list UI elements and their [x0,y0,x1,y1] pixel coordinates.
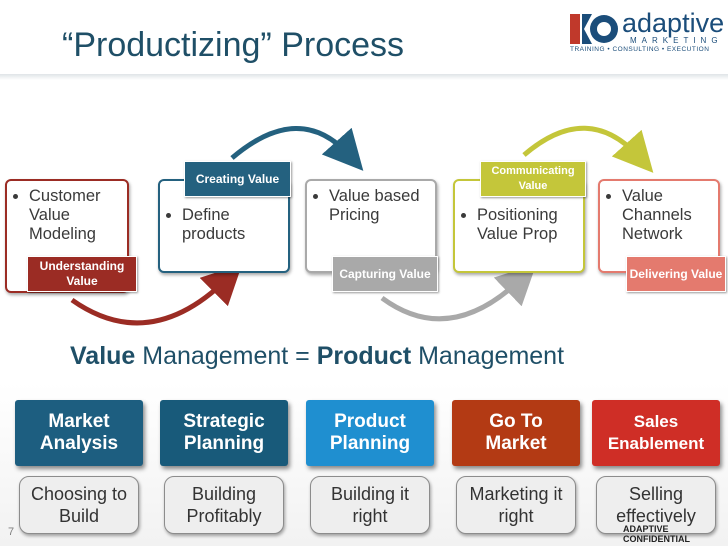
tag-capturing-value: Capturing Value [332,256,438,292]
caption-choosing-to-build: Choosing to Build [19,476,139,534]
value-management-subtitle: Value Management = Product Management [70,342,564,371]
logo-subtitle: MARKETING [630,36,723,45]
process-bullet: Customer Value Modeling [29,187,127,244]
logo-tagline: TRAINING • CONSULTING • EXECUTION [570,46,710,53]
stage-go-to-market: Go To Market [452,400,580,466]
stage-label: Go To Market [485,411,547,454]
subtitle-product: Product [316,342,412,370]
arrow-creating-to-capturing [230,126,364,171]
caption-building-it-right: Building it right [310,476,430,534]
footer-confidential: ADAPTIVE CONFIDENTIAL [623,524,690,544]
stage-label: Product Planning [329,411,411,454]
title-divider [0,74,728,80]
logo-mark-icon [570,14,618,44]
stage-product-planning: Product Planning [306,400,434,466]
arrow-communicating-to-delivering [522,125,654,173]
tag-delivering-value: Delivering Value [626,256,726,292]
tag-creating-value: Creating Value [184,161,291,197]
page-title: “Productizing” Process [62,26,405,64]
stage-label: Market Analysis [39,411,119,454]
stage-label: Strategic Planning [183,411,265,454]
stage-label: Sales Enablement [607,412,705,453]
process-bullet: Value based Pricing [329,187,435,225]
subtitle-end: Management [411,342,565,370]
subtitle-middle: Management = [135,342,317,370]
subtitle-value: Value [70,342,136,370]
page-number: 7 [8,526,15,538]
process-bullet: Define products [182,206,288,244]
process-bullet: Positioning Value Prop [477,206,583,244]
stage-sales-enablement: Sales Enablement [592,400,720,466]
tag-communicating-value: Communicating Value [480,161,586,197]
caption-selling-effectively: Selling effectively [596,476,716,534]
company-logo: adaptive MARKETING TRAINING • CONSULTING… [570,8,724,54]
stage-strategic-planning: Strategic Planning [160,400,288,466]
caption-marketing-it-right: Marketing it right [456,476,576,534]
caption-building-profitably: Building Profitably [164,476,284,534]
stage-market-analysis: Market Analysis [15,400,143,466]
logo-name: adaptive [622,8,725,38]
process-bullet: Value Channels Network [622,187,718,244]
tag-understanding-value: Understanding Value [27,256,137,292]
